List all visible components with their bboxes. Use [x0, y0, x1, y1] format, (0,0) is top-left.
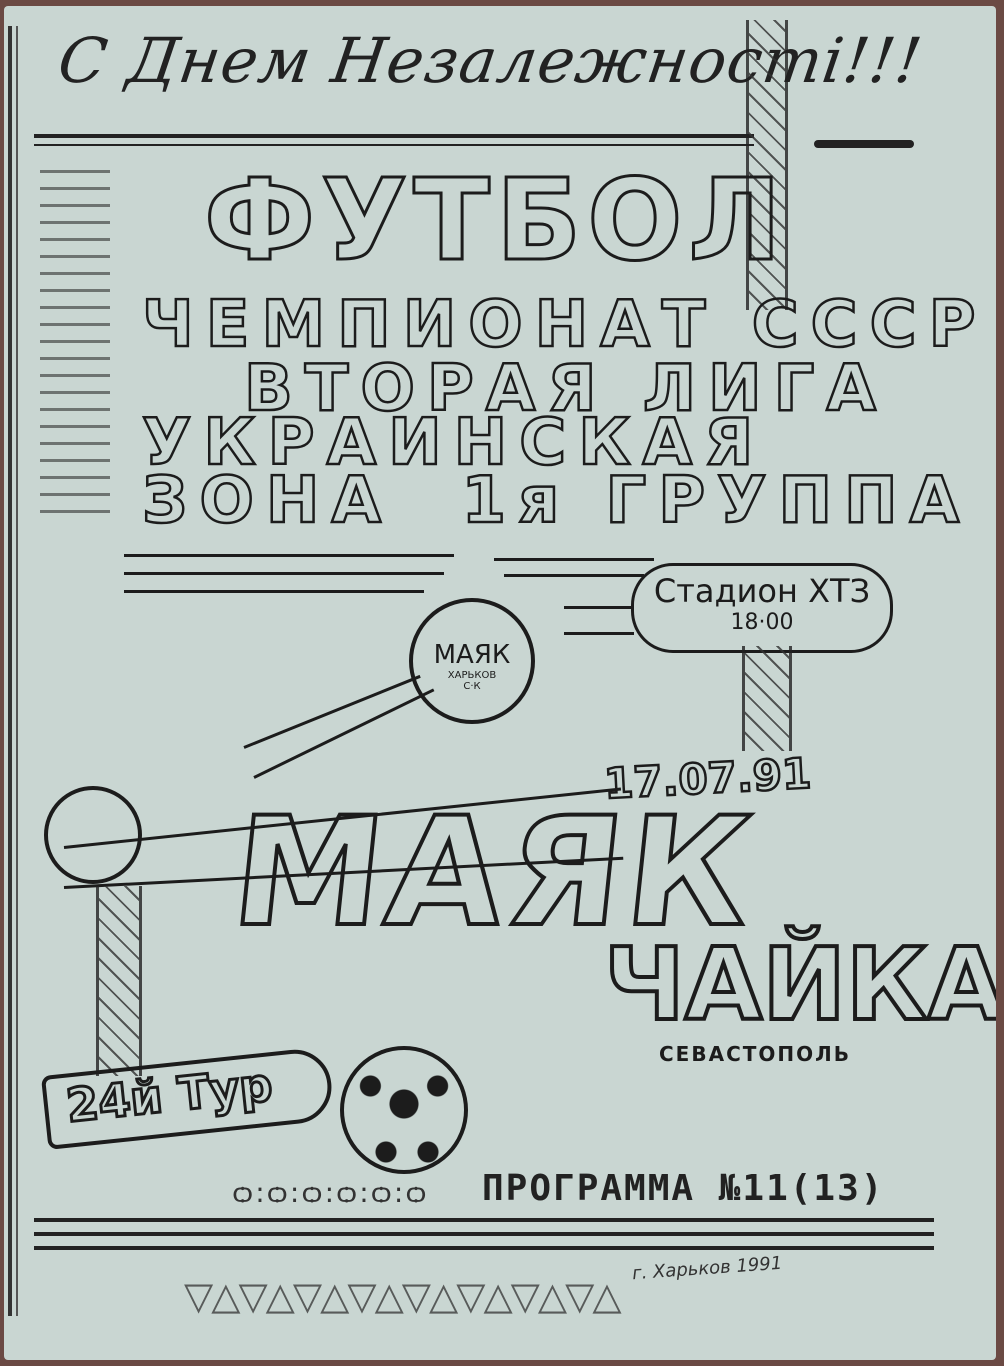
- subtitle-line-1: ЧЕМПИОНАТ СССР: [141, 287, 988, 364]
- greeting-heading: С Днем Незалежності!!!: [53, 24, 927, 97]
- bottom-rule: [34, 1218, 934, 1222]
- bottom-rule-3: [34, 1246, 934, 1250]
- side-ornament: [40, 156, 110, 526]
- left-border-inner: [16, 26, 18, 1316]
- away-team: ЧАЙКА: [602, 924, 996, 1045]
- ornament-row: ѻ:ѻ:ѻ:ѻ:ѻ:ѻ: [232, 1176, 429, 1209]
- top-rule-2: [34, 144, 754, 146]
- away-team-city: СЕВАСТОПОЛЬ: [659, 1042, 851, 1066]
- emblem-bottom: С·К: [463, 681, 481, 692]
- venue-post: [742, 646, 792, 751]
- stadium-name: Стадион ХТЗ: [653, 572, 871, 610]
- title-football: ФУТБОЛ: [202, 155, 788, 288]
- emblem-city: ХАРЬКОВ: [447, 670, 497, 681]
- comet-head: [44, 786, 142, 884]
- ornament-tower-top: [746, 20, 788, 310]
- football-icon: [340, 1046, 468, 1174]
- streak-line: [564, 606, 644, 609]
- streak-line: [564, 632, 634, 635]
- streak-line: [504, 574, 644, 577]
- left-post: [96, 886, 142, 1076]
- left-border: [8, 26, 12, 1316]
- kickoff-time: 18·00: [730, 610, 794, 635]
- bottom-rule-2: [34, 1232, 934, 1236]
- signature: г. Харьков 1991: [631, 1252, 783, 1285]
- triangle-ornament: ▽△▽△▽△▽△▽△▽△▽△▽△: [184, 1274, 622, 1318]
- subtitle-line-4: ЗОНА 1я ГРУППА: [141, 463, 972, 540]
- subtitle-line-2: ВТОРАЯ ЛИГА: [243, 351, 888, 428]
- programme-page: С Днем Незалежності!!! ФУТБОЛ ЧЕМПИОНАТ …: [4, 6, 996, 1360]
- streak-line: [124, 554, 454, 557]
- subtitle-line-3: УКРАИНСКАЯ: [141, 405, 766, 482]
- top-rule-end: [814, 140, 914, 148]
- streak-line: [494, 558, 654, 561]
- club-emblem: МАЯК ХАРЬКОВ С·К: [409, 598, 535, 724]
- streak-line: [124, 572, 444, 575]
- venue-badge: Стадион ХТЗ 18·00: [631, 563, 893, 653]
- emblem-name: МАЯК: [433, 640, 511, 670]
- programme-number: ПРОГРАММА №11(13): [482, 1168, 885, 1209]
- streak-line: [124, 590, 424, 593]
- top-rule: [34, 134, 754, 138]
